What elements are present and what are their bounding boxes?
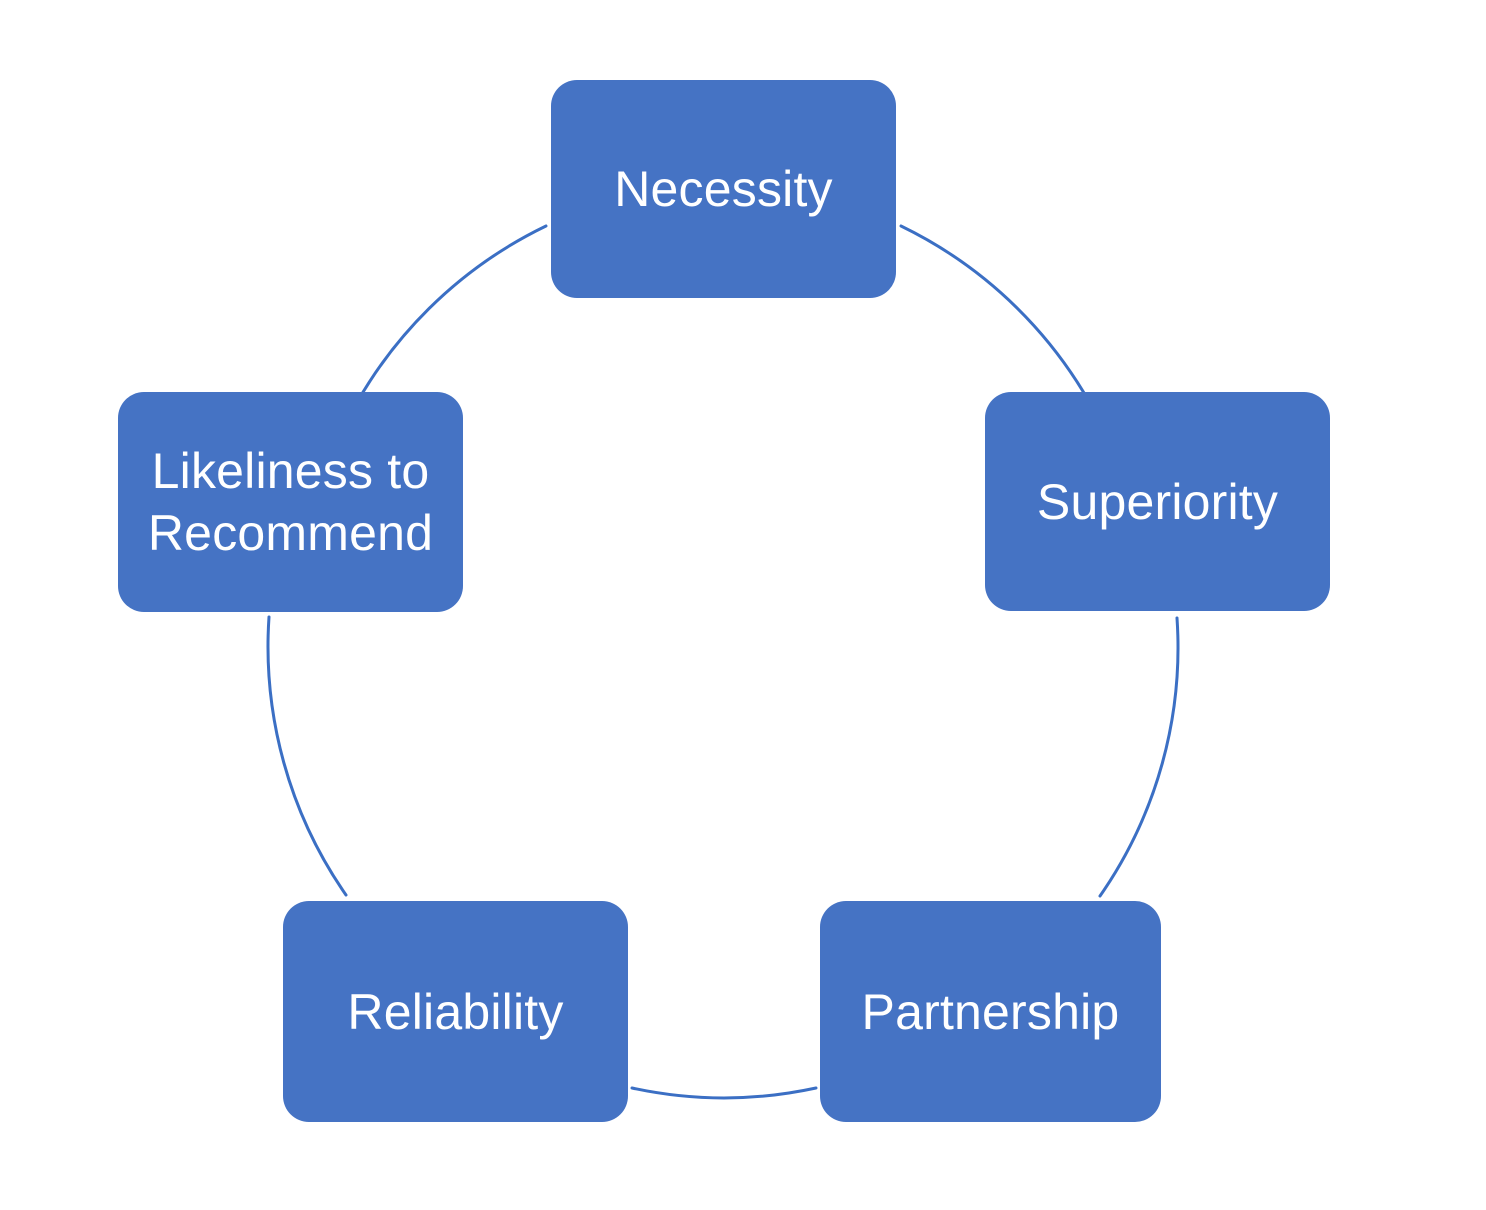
- cycle-node-reliability[interactable]: Reliability: [283, 901, 628, 1122]
- cycle-node-necessity[interactable]: Necessity: [551, 80, 896, 298]
- cycle-node-label: Necessity: [614, 161, 833, 217]
- cycle-node-label: Reliability: [347, 983, 564, 1040]
- cycle-node-likeliness-to-recommend[interactable]: Likeliness to Recommend: [118, 392, 463, 612]
- cycle-node-partnership[interactable]: Partnership: [820, 901, 1161, 1122]
- arc-superiority-to-partnership: [1098, 616, 1180, 898]
- cycle-node-label: Likeliness to Recommend: [147, 443, 434, 561]
- arc-reliability-to-likeliness: [266, 615, 348, 897]
- arc-partnership-to-reliability: [630, 1086, 818, 1100]
- cycle-node-superiority[interactable]: Superiority: [985, 392, 1330, 611]
- cycle-node-label: Superiority: [1036, 473, 1279, 530]
- cycle-node-label: Partnership: [861, 983, 1120, 1040]
